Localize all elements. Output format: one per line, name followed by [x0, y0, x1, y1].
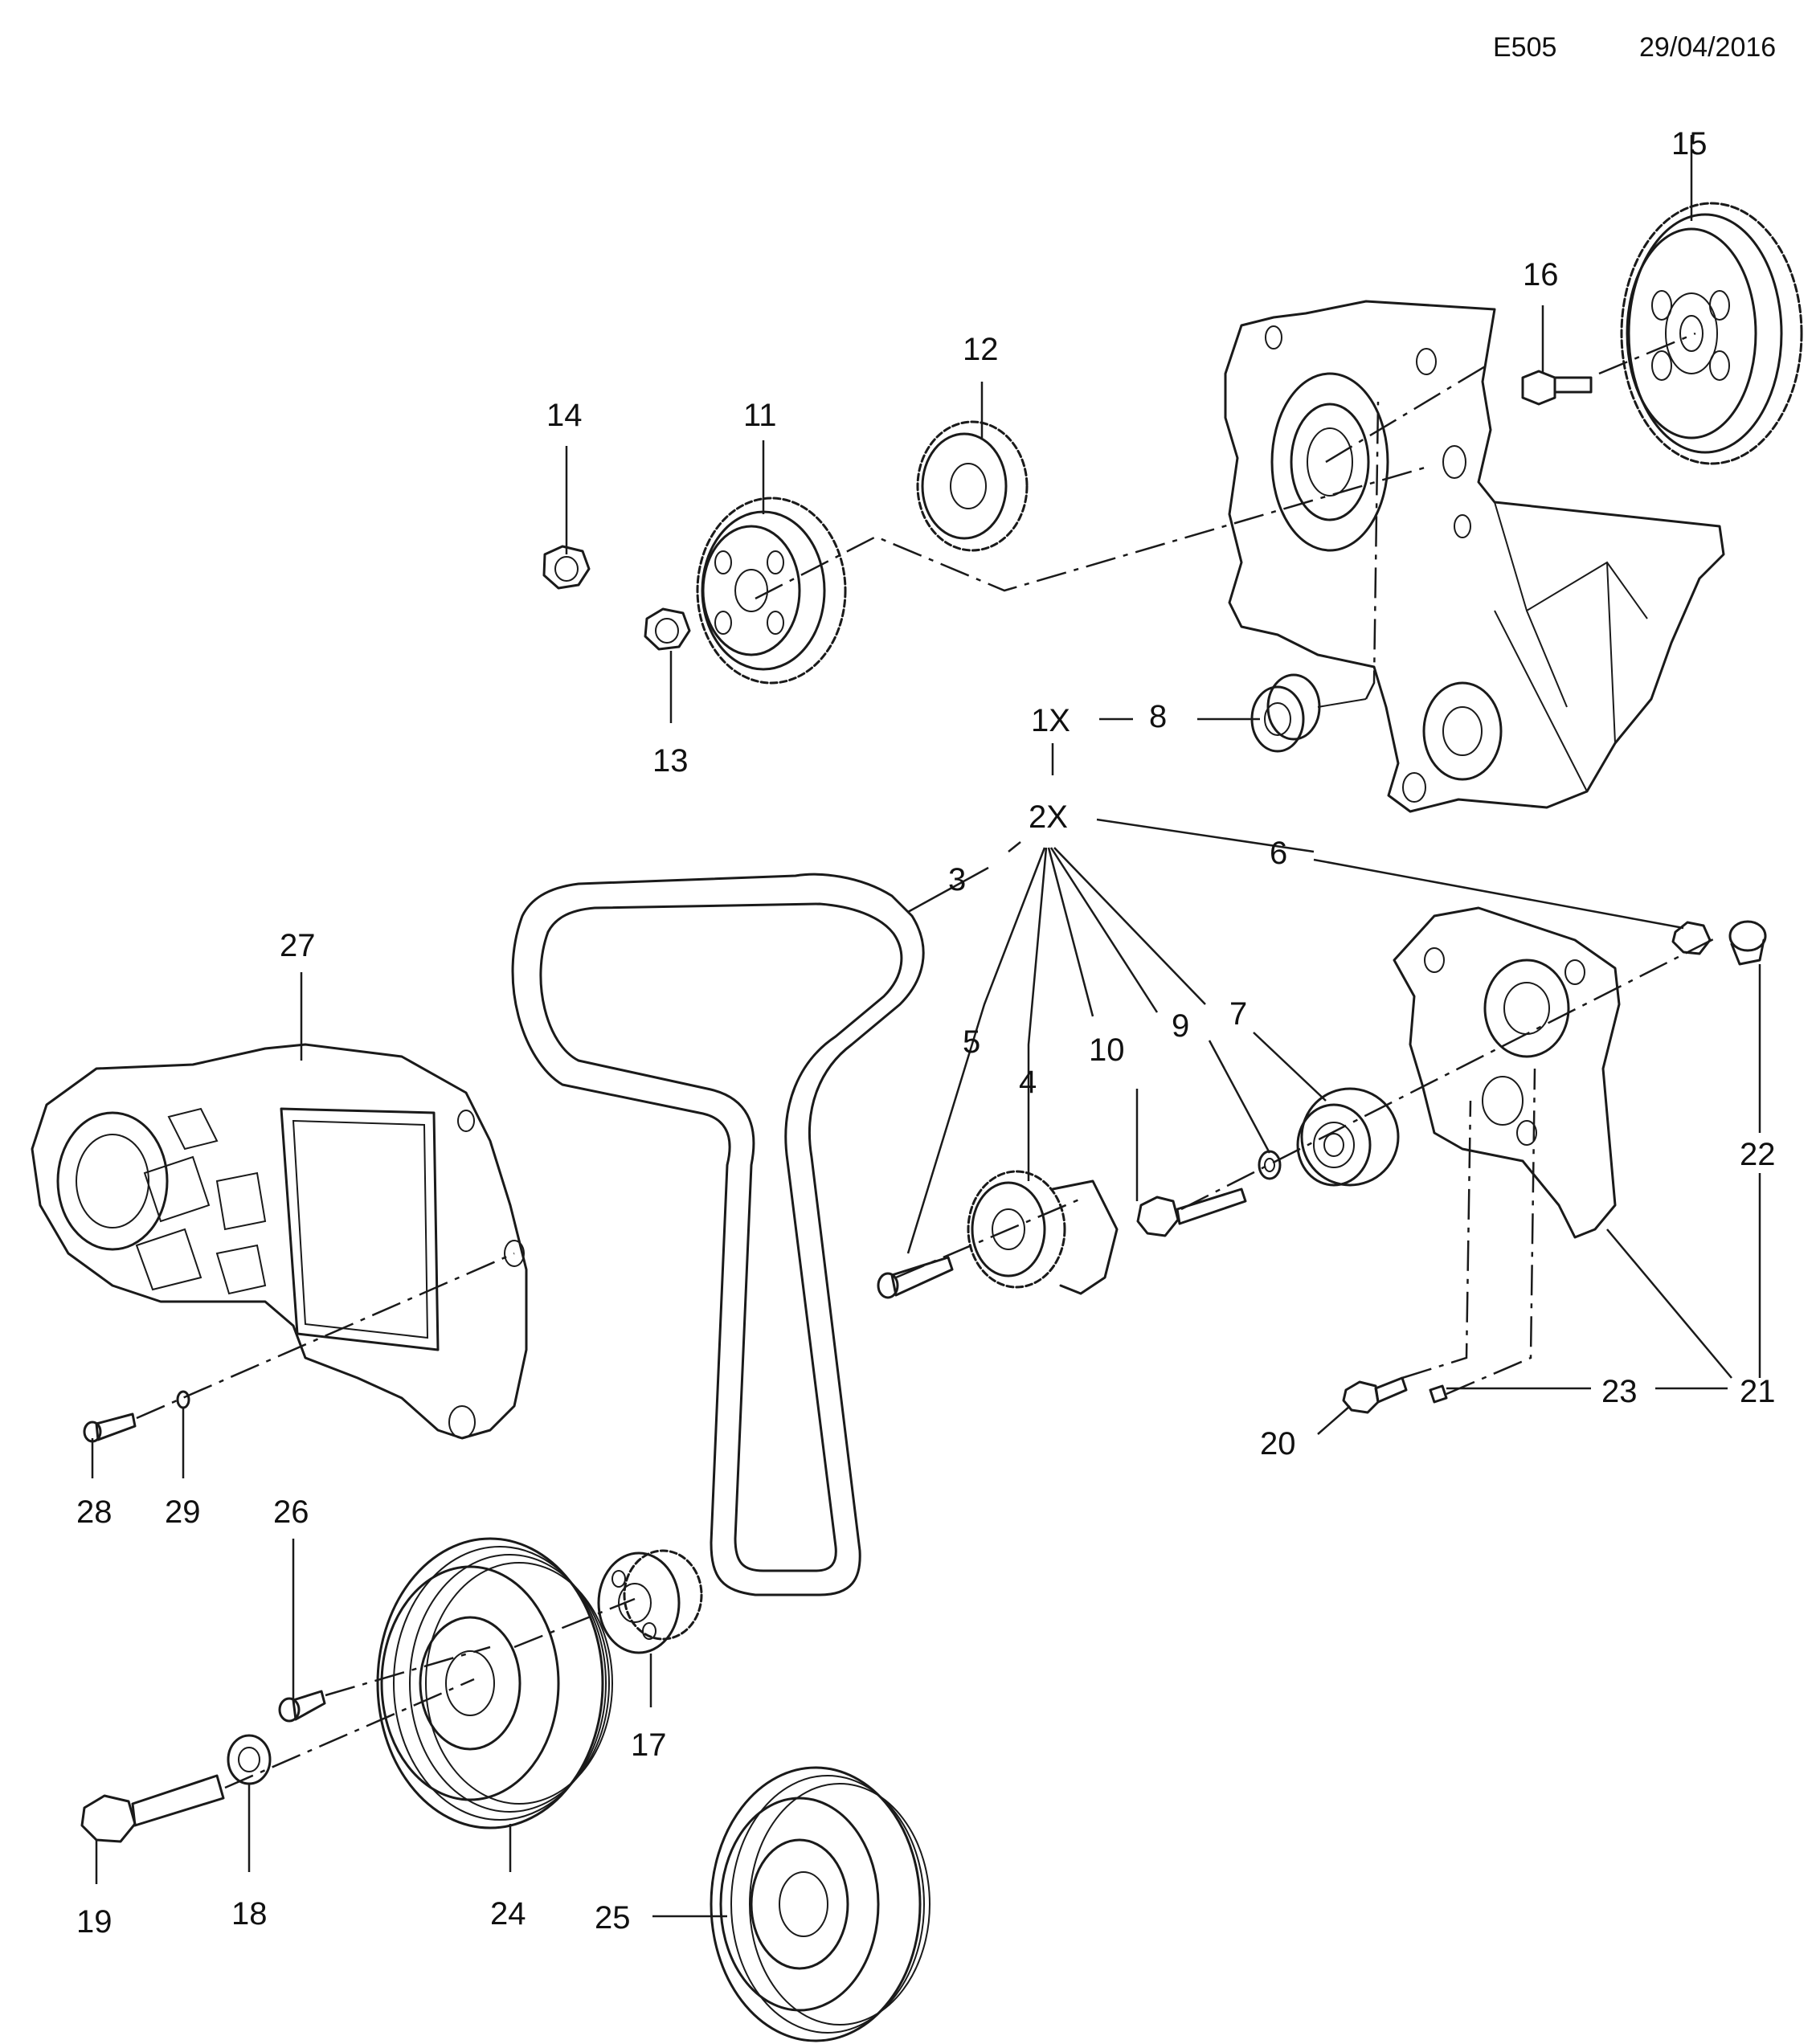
callout-3: 3 — [948, 862, 966, 897]
callout-20: 20 — [1260, 1426, 1296, 1461]
tensioner-pulley-4 — [967, 1170, 1119, 1295]
callout-7: 7 — [1229, 996, 1247, 1032]
callout-29: 29 — [165, 1494, 201, 1530]
bolt-16 — [1521, 370, 1593, 406]
idler-pulley-7 — [1296, 1087, 1400, 1187]
callout-24: 24 — [490, 1896, 526, 1932]
screw-26 — [278, 1690, 326, 1723]
washer-29 — [176, 1390, 190, 1409]
bolt-10 — [1136, 1188, 1247, 1237]
crankshaft-pulley-24 — [376, 1537, 613, 1829]
diagram-code: E505 — [1493, 32, 1556, 63]
callout-5: 5 — [963, 1024, 980, 1060]
callout-17: 17 — [631, 1727, 667, 1763]
stud-22 — [1728, 920, 1767, 966]
sprocket-12 — [916, 420, 1029, 552]
nut-6 — [1671, 921, 1712, 955]
diagram-date: 29/04/2016 — [1639, 32, 1776, 63]
callout-labels: 1X 2X 3 4 5 6 7 8 9 10 11 12 13 14 15 16… — [76, 126, 1776, 1940]
bolt-20 — [1342, 1376, 1408, 1414]
callout-2x: 2X — [1029, 799, 1068, 835]
callout-9: 9 — [1172, 1008, 1189, 1044]
callout-1x: 1X — [1031, 703, 1070, 738]
leader-lines — [91, 135, 1761, 1918]
screw-28 — [83, 1412, 137, 1443]
callout-25: 25 — [595, 1900, 631, 1936]
callout-13: 13 — [652, 743, 689, 779]
callout-26: 26 — [273, 1494, 309, 1530]
callout-12: 12 — [963, 332, 999, 367]
callout-4: 4 — [1019, 1065, 1037, 1100]
callout-14: 14 — [546, 398, 583, 433]
injection-pump-sprocket-11 — [696, 497, 847, 685]
callout-10: 10 — [1089, 1032, 1125, 1068]
callout-8: 8 — [1149, 699, 1167, 734]
washer-9 — [1258, 1150, 1282, 1180]
callout-15: 15 — [1671, 126, 1708, 161]
callout-28: 28 — [76, 1494, 112, 1530]
timing-belt-3 — [511, 873, 925, 1596]
callout-16: 16 — [1523, 257, 1559, 292]
crankshaft-sprocket-17 — [597, 1549, 703, 1654]
callout-19: 19 — [76, 1904, 112, 1940]
crankshaft-bolt-19 — [80, 1774, 225, 1843]
screw-23 — [1429, 1384, 1448, 1404]
callout-6: 6 — [1270, 836, 1287, 871]
callout-18: 18 — [231, 1896, 268, 1932]
axis-lines — [136, 332, 1720, 1789]
callout-21: 21 — [1740, 1374, 1776, 1409]
flange-nut-13 — [644, 607, 691, 651]
callout-27: 27 — [280, 928, 316, 963]
callout-11: 11 — [743, 398, 777, 433]
timing-housing — [1224, 300, 1725, 813]
camshaft-sprocket-15 — [1620, 202, 1803, 465]
bolt-5 — [877, 1256, 954, 1299]
idler-bush-8 — [1250, 673, 1367, 753]
timing-cover-27 — [31, 1043, 528, 1440]
crankshaft-pulley-25 — [710, 1766, 930, 2042]
tensioner-bracket-21 — [1393, 906, 1621, 1239]
callout-22: 22 — [1740, 1137, 1776, 1172]
callout-23: 23 — [1601, 1374, 1638, 1409]
